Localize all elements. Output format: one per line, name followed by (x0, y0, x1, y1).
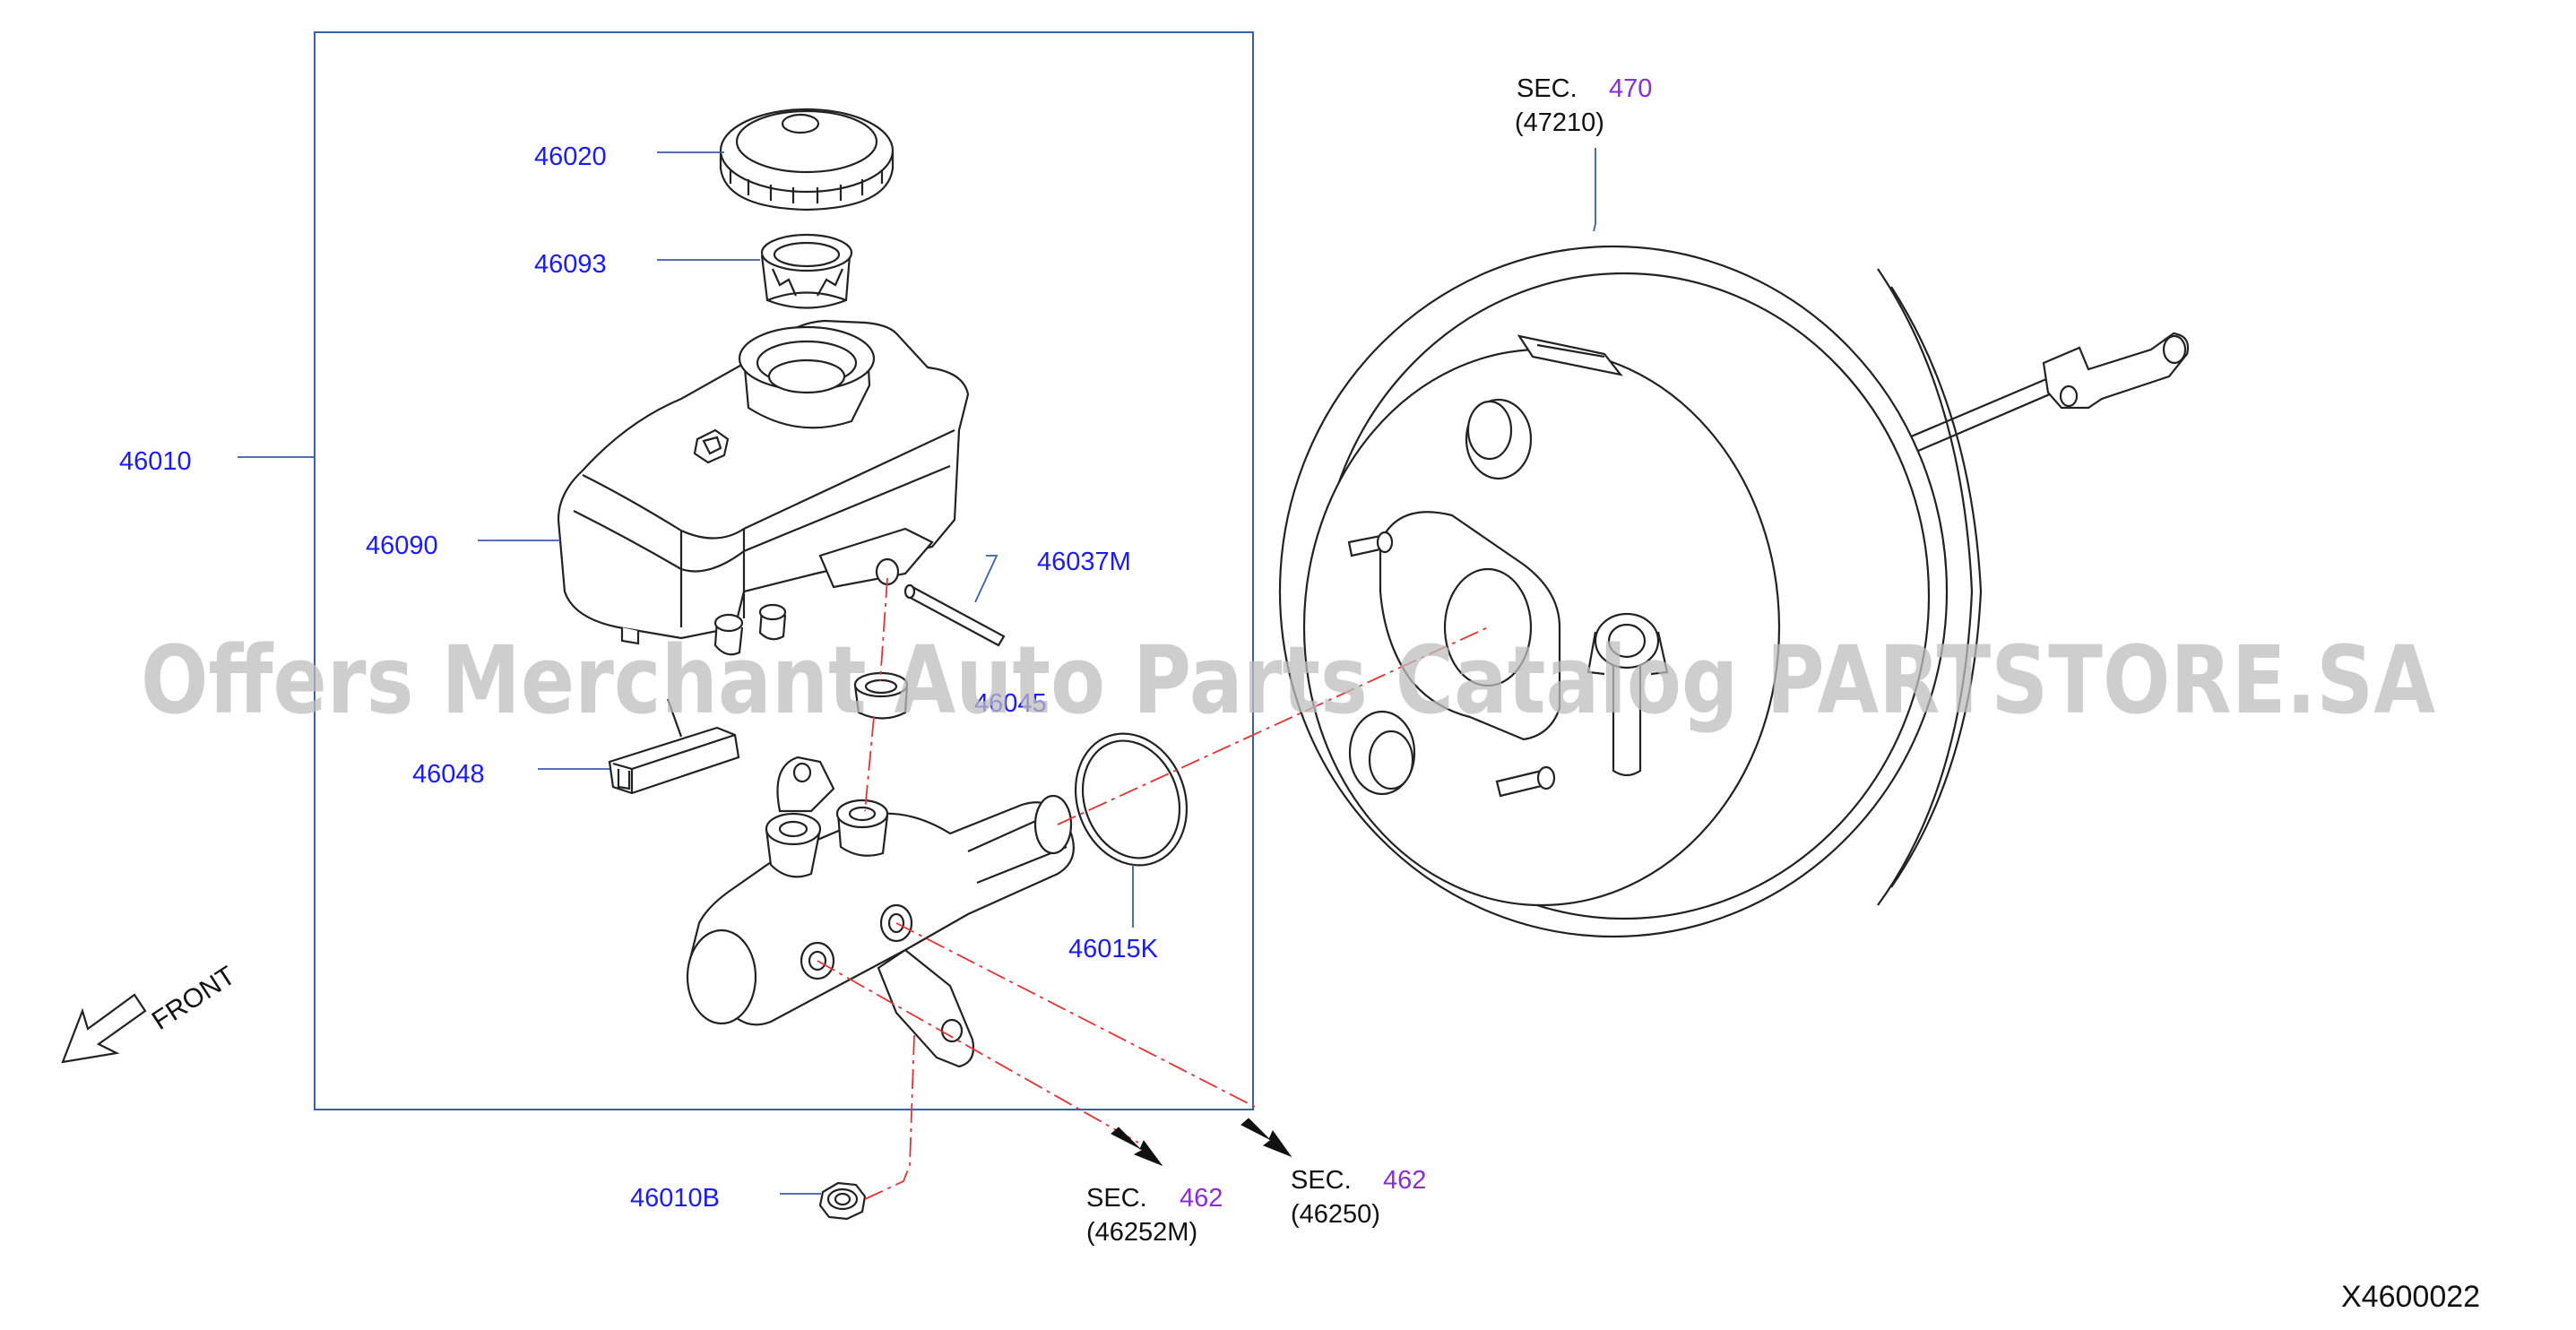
part-label-46093[interactable]: 46093 (534, 250, 607, 279)
reservoir-tank-drawing (557, 319, 970, 656)
sec-booster-code: (47210) (1515, 108, 1604, 137)
alignment-lines (817, 577, 1489, 1200)
part-label-46037M[interactable]: 46037M (1037, 548, 1131, 576)
pin-drawing (903, 583, 1006, 647)
flange-nut-drawing (818, 1181, 867, 1221)
part-label-46045[interactable]: 46045 (974, 689, 1047, 718)
sec-tube-front-code: (46252M) (1086, 1218, 1197, 1247)
sensor-connector-drawing (608, 698, 740, 795)
sec-booster-number[interactable]: 470 (1609, 74, 1652, 103)
part-label-46010[interactable]: 46010 (119, 447, 192, 476)
front-arrow-icon (61, 993, 147, 1064)
sec-booster-prefix: SEC. (1517, 74, 1578, 103)
sec-tube-rear-prefix: SEC. (1291, 1166, 1352, 1195)
part-label-46048[interactable]: 46048 (412, 760, 485, 789)
part-label-46020[interactable]: 46020 (534, 142, 607, 171)
grommet-drawing (853, 671, 909, 720)
sec-tube-front-number[interactable]: 462 (1180, 1184, 1223, 1213)
assembly-frame (314, 31, 1254, 1110)
o-ring-drawing (1074, 732, 1189, 867)
sec-tube-front-prefix: SEC. (1086, 1184, 1147, 1213)
reservoir-cap-drawing (719, 108, 895, 212)
direction-arrows (1111, 1118, 1292, 1167)
strainer-drawing (760, 233, 853, 309)
part-label-46090[interactable]: 46090 (366, 531, 438, 560)
sec-tube-rear-code: (46250) (1291, 1200, 1380, 1229)
front-label: FRONT (147, 961, 241, 1036)
part-label-46010B[interactable]: 46010B (630, 1184, 720, 1213)
diagram-id: X4600022 (2341, 1280, 2480, 1314)
sec-tube-rear-number[interactable]: 462 (1383, 1166, 1426, 1195)
watermark-text: Offers Merchant Auto Parts Catalog PARTS… (141, 626, 2435, 735)
master-cylinder-drawing (686, 756, 1075, 1068)
part-label-46015K[interactable]: 46015K (1068, 935, 1159, 963)
leader-lines (238, 148, 1596, 1195)
brake-booster-drawing (1278, 245, 2190, 938)
